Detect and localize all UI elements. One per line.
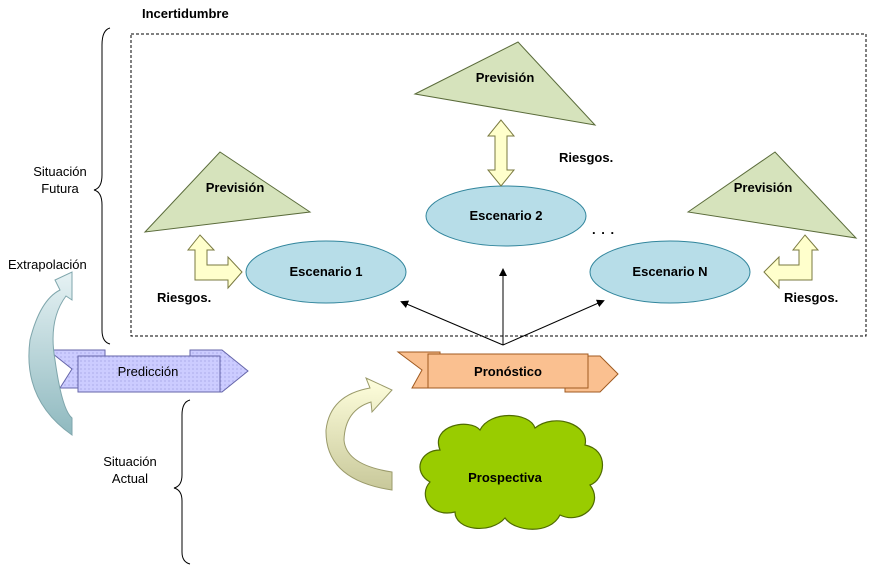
pronostico-label: Pronóstico [474,364,542,379]
escenario-1-label: Escenario 1 [289,264,363,279]
brace-actual [173,399,191,565]
incertidumbre-box [130,33,867,337]
riesgos-right-label: Riesgos. [784,290,839,305]
brace-futura [93,27,111,345]
extrapolacion-curve-arrow [28,271,73,436]
prevision-left-label: Previsión [205,180,265,195]
prevision-left-triangle [143,151,312,233]
ellipsis-dots: . . . [592,222,616,237]
escenario-n-ellipse [589,240,751,304]
arrow-to-escenario-1 [400,300,504,346]
prevision-right-triangle [686,151,858,239]
prevision-right-label: Previsión [733,180,793,195]
incertidumbre-label: Incertidumbre [142,6,229,21]
prospectiva-label: Prospectiva [468,470,542,485]
riesgos-left-label: Riesgos. [157,290,212,305]
escenario-1-ellipse [245,240,407,304]
arrow-to-escenario-n [502,299,605,346]
extrapolacion-label: Extrapolación [8,257,87,272]
prevision-top-label: Previsión [475,70,535,85]
riesgos-top-label: Riesgos. [559,150,614,165]
escenario-2-ellipse [425,185,587,247]
situacion-actual-label: Situación Actual [103,454,157,486]
riesgos-left-arrow [186,234,243,290]
prediccion-label: Predicción [117,364,179,379]
escenario-n-label: Escenario N [632,264,708,279]
riesgos-double-arrow [486,119,516,187]
prevision-top-triangle [413,41,597,126]
escenario-2-label: Escenario 2 [469,208,543,223]
prediccion-ribbon [46,349,249,393]
pronostico-ribbon [396,351,619,393]
situacion-futura-label: Situación Futura [33,164,87,196]
prospectiva-curve-arrow [325,377,393,491]
riesgos-right-arrow [763,234,820,290]
prospectiva-cloud [419,415,603,530]
